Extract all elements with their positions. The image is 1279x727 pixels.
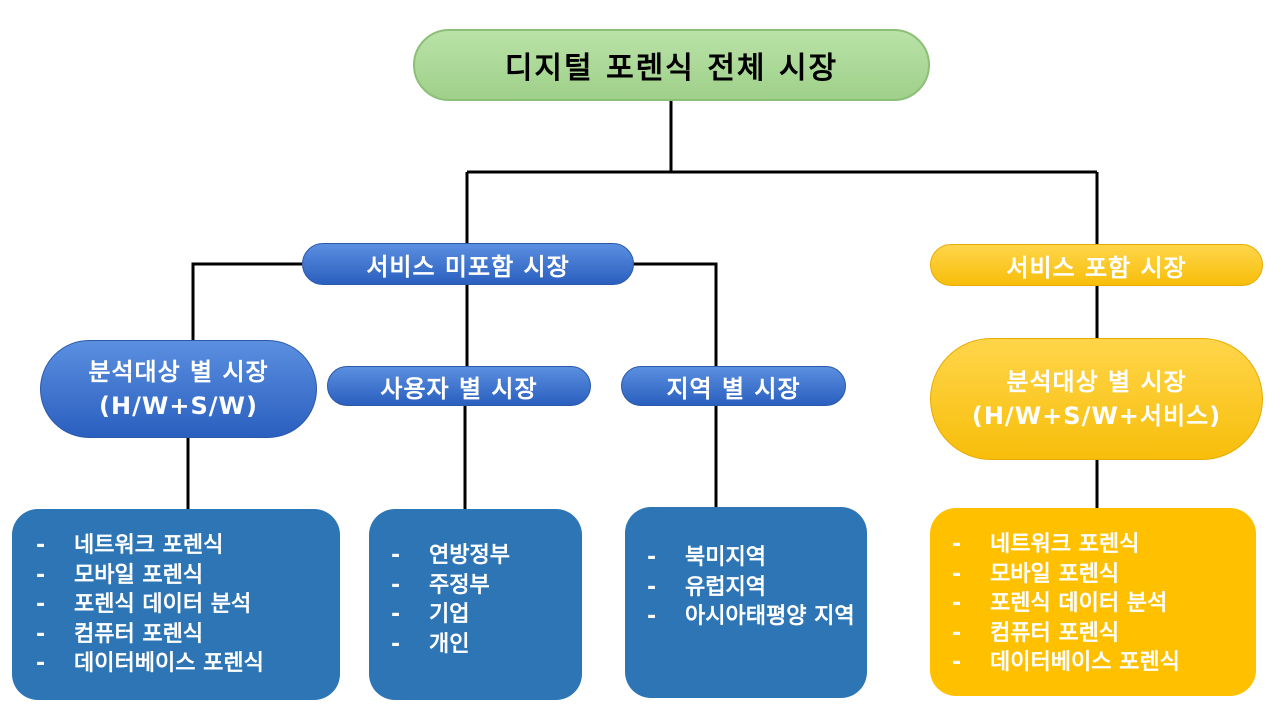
list-item: - 포렌식 데이터 분석 [952,589,1256,619]
list-item-text: 아시아태평양 지역 [685,604,855,629]
bullet-dash: - [36,562,46,588]
user-list: - 연방정부 - 주정부 - 기업 - 개인 [369,509,582,700]
user-items: - 연방정부 - 주정부 - 기업 - 개인 [391,541,582,659]
list-item-text: 데이터베이스 포렌식 [990,650,1180,675]
analysis-target-market-node: 분석대상 별 시장 (H/W+S/W) [40,340,317,438]
list-item-text: 포렌식 데이터 분석 [74,592,252,617]
region-list: - 북미지역 - 유럽지역 - 아시아태평양 지역 [625,507,867,698]
analysis-items: - 네트워크 포렌식 - 모바일 포렌식 - 포렌식 데이터 분석 - 컴퓨터 포렌식 - 데이터… [36,531,340,679]
bullet-dash: - [647,545,657,570]
bullet-dash: - [36,592,46,617]
bullet-dash: - [36,651,46,676]
bullet-dash: - [952,650,962,675]
list-item-text: 개인 [429,631,470,657]
list-item: - 모바일 포렌식 [36,561,340,591]
analysis-target-line1: 분석대상 별 시장 [88,358,269,386]
bullet-dash: - [391,631,401,657]
user-market-node: 사용자 별 시장 [327,366,591,406]
including-analysis-items: - 네트워크 포렌식 - 모바일 포렌식 - 포렌식 데이터 분석 - 컴퓨터 포렌식 - 데이터… [952,530,1256,678]
analysis-target-line2: (H/W+S/W) [99,392,258,420]
list-item: - 모바일 포렌식 [952,560,1256,590]
region-market-label: 지역 별 시장 [666,374,801,403]
user-market-label: 사용자 별 시장 [380,374,538,403]
bullet-dash: - [952,591,962,616]
including-analysis-line1: 분석대상 별 시장 [1006,368,1187,396]
excluding-services-node: 서비스 미포함 시장 [302,243,634,285]
excluding-services-label: 서비스 미포함 시장 [366,252,570,281]
list-item: - 데이터베이스 포렌식 [36,649,340,679]
list-item-text: 컴퓨터 포렌식 [990,620,1120,646]
including-services-label: 서비스 포함 시장 [1006,253,1187,282]
region-market-node: 지역 별 시장 [621,366,846,406]
list-item-text: 네트워크 포렌식 [74,533,224,558]
list-item-text: 모바일 포렌식 [74,562,204,588]
list-item: - 주정부 [391,571,582,601]
connector-excluding-right [633,262,718,366]
list-item: - 컴퓨터 포렌식 [952,619,1256,649]
list-item-text: 유럽지역 [685,574,766,600]
bullet-dash: - [36,621,46,647]
list-item: - 연방정부 [391,541,582,571]
bullet-dash: - [647,574,657,600]
including-analysis-list: - 네트워크 포렌식 - 모바일 포렌식 - 포렌식 데이터 분석 - 컴퓨터 포렌식 - 데이터… [930,508,1256,696]
list-item-text: 북미지역 [685,545,766,570]
list-item: - 네트워크 포렌식 [952,530,1256,560]
list-item-text: 네트워크 포렌식 [990,532,1140,557]
list-item: - 개인 [391,630,582,660]
list-item: - 기업 [391,600,582,630]
list-item: - 네트워크 포렌식 [36,531,340,561]
list-item-text: 기업 [429,602,470,627]
list-item-text: 연방정부 [429,543,510,568]
bullet-dash: - [647,604,657,629]
bullet-dash: - [391,543,401,568]
including-analysis-line2: (H/W+S/W+서비스) [971,402,1222,430]
bullet-dash: - [952,561,962,587]
bullet-dash: - [391,572,401,598]
list-item-text: 포렌식 데이터 분석 [990,591,1168,616]
bullet-dash: - [391,602,401,627]
list-item: - 유럽지역 [647,573,867,603]
list-item-text: 주정부 [429,572,490,598]
list-item-text: 모바일 포렌식 [990,561,1120,587]
including-services-node: 서비스 포함 시장 [930,244,1263,286]
bullet-dash: - [36,533,46,558]
list-item: - 컴퓨터 포렌식 [36,620,340,650]
list-item-text: 데이터베이스 포렌식 [74,651,264,676]
list-item: - 데이터베이스 포렌식 [952,648,1256,678]
region-items: - 북미지역 - 유럽지역 - 아시아태평양 지역 [647,543,867,632]
list-item: - 포렌식 데이터 분석 [36,590,340,620]
root-label: 디지털 포렌식 전체 시장 [504,51,839,86]
including-analysis-target-node: 분석대상 별 시장 (H/W+S/W+서비스) [930,338,1263,460]
root-node: 디지털 포렌식 전체 시장 [413,29,930,101]
bullet-dash: - [952,532,962,557]
connector-excluding-left [191,262,302,340]
list-item: - 아시아태평양 지역 [647,602,867,632]
bullet-dash: - [952,620,962,646]
list-item-text: 컴퓨터 포렌식 [74,621,204,647]
list-item: - 북미지역 [647,543,867,573]
analysis-target-list: - 네트워크 포렌식 - 모바일 포렌식 - 포렌식 데이터 분석 - 컴퓨터 포렌식 - 데이터… [12,509,340,700]
